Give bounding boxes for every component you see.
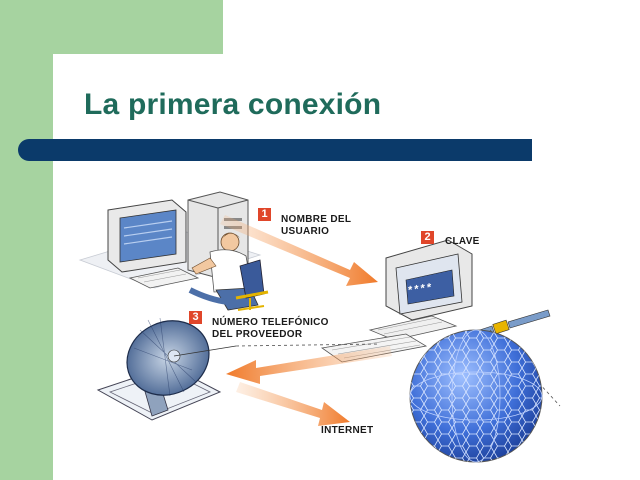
step-2-number: 2 [421, 231, 434, 244]
step-3-label-line2: DEL PROVEEDOR [212, 329, 303, 340]
connection-illustration [78, 191, 561, 463]
user-workstation-illustration [78, 191, 269, 311]
satellite-dish-illustration [96, 317, 237, 421]
step-1-number: 1 [258, 208, 271, 221]
internet-globe-illustration [409, 329, 543, 463]
slide-title: La primera conexión [84, 88, 382, 121]
step-3-label-line1: NÚMERO TELEFÓNICO [212, 317, 329, 328]
step-1-label-line2: USUARIO [281, 226, 330, 237]
password-computer-illustration [368, 239, 473, 341]
title-divider-bar [18, 139, 532, 161]
step-2-label: CLAVE [445, 236, 480, 247]
left-green-band [0, 0, 53, 480]
arrow-to-password [220, 215, 378, 286]
arrow-to-internet [236, 382, 350, 426]
step-3-number: 3 [189, 311, 202, 324]
step-1-label-line1: NOMBRE DEL [281, 214, 352, 225]
internet-label: INTERNET [321, 425, 374, 436]
arrow-to-dish [226, 346, 392, 384]
top-green-band [0, 0, 223, 54]
